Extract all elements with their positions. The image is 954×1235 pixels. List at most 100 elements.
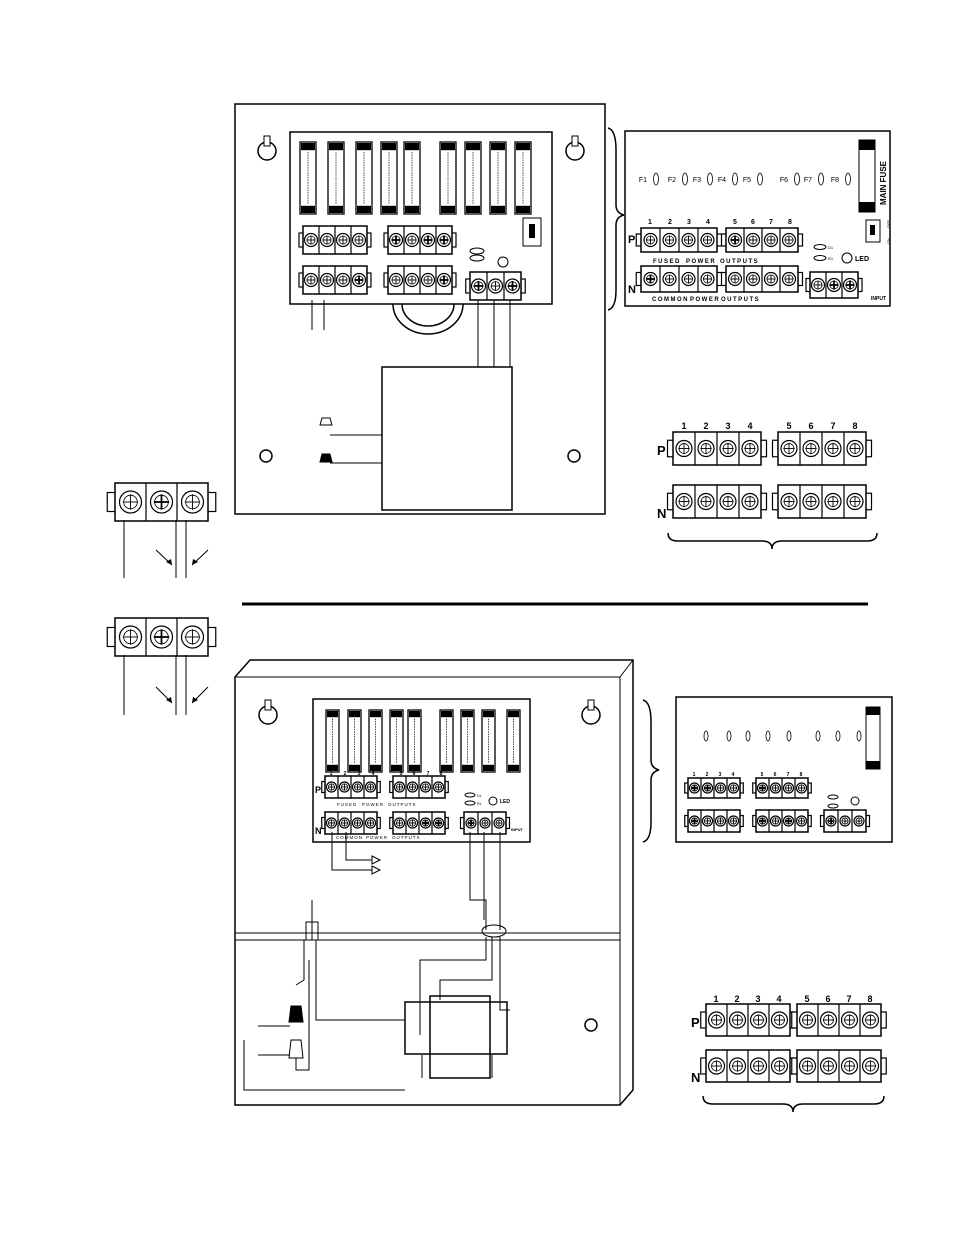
terminal-screw-icon (438, 274, 451, 287)
output-number-label: 5 (400, 771, 403, 777)
terminal-screw-icon (698, 441, 714, 457)
terminal-screw-icon (758, 816, 768, 826)
fuse-label: F3 (693, 177, 701, 184)
terminal-screw-icon (751, 1058, 767, 1074)
output-number-label: 8 (867, 994, 872, 1004)
terminal-screw-icon (682, 273, 695, 286)
output-number-label: 6 (808, 421, 813, 431)
power-label: POWER (362, 802, 384, 807)
output-number-label: 6 (751, 219, 755, 226)
terminal-screw-icon (781, 441, 797, 457)
terminal-screw-icon (690, 816, 700, 826)
fuse-icon (461, 710, 474, 772)
terminal-screw-icon (406, 274, 419, 287)
terminal-screw-icon (765, 273, 778, 286)
terminal-screw-icon (803, 494, 819, 510)
row-n-label: N (628, 284, 636, 296)
bottom-enclosure: P N 12345678 FUSED POWER OUTPUTS COMMON … (235, 660, 633, 1105)
terminal-screw-icon (797, 783, 807, 793)
mount-hole (260, 450, 272, 462)
fuse-icon (369, 710, 382, 772)
fuse-row (300, 142, 531, 214)
terminal-strip-p (299, 226, 456, 254)
common-label: COMMON (336, 835, 363, 840)
fuse-icon (390, 710, 403, 772)
toroid (393, 304, 463, 334)
row-n-label: N (691, 1070, 700, 1085)
mount-hole (585, 1019, 597, 1031)
terminal-screw-icon (353, 818, 363, 828)
keyhole-mount-left (258, 136, 276, 160)
terminal-screw-icon (663, 273, 676, 286)
fuse-icon (507, 710, 520, 772)
input-terminal-detail (107, 618, 216, 715)
mount-hole (568, 450, 580, 462)
terminal-screw-icon (390, 274, 403, 287)
terminal-screw-icon (327, 782, 337, 792)
terminal-screw-icon (337, 234, 350, 247)
input-label: INPUT (511, 827, 524, 832)
output-number-label: 7 (846, 994, 851, 1004)
terminal-screw-icon (747, 234, 760, 247)
terminal-screw-icon (758, 783, 768, 793)
terminal-screw-icon (730, 1058, 746, 1074)
output-number-label: 6 (774, 772, 777, 778)
terminal-screw-icon (751, 1012, 767, 1028)
terminal-screw-icon (803, 441, 819, 457)
output-number-label: 3 (358, 771, 361, 777)
terminal-screw-icon (772, 1012, 788, 1028)
terminal-screw-icon (720, 441, 736, 457)
terminal-screw-icon (821, 1012, 837, 1028)
svg-text:R1: R1 (828, 256, 834, 261)
terminal-screw-icon (327, 818, 337, 828)
terminal-screw-icon (434, 818, 444, 828)
main-fuse (859, 140, 875, 212)
terminal-screw-icon (716, 783, 726, 793)
terminal-screw-icon (842, 1058, 858, 1074)
terminal-screw-icon (854, 816, 864, 826)
fuse-icon (440, 710, 453, 772)
board-detail-bottom: 12345678 (676, 697, 892, 842)
output-number-label: 3 (725, 421, 730, 431)
transformer (382, 367, 512, 510)
output-number-label: 2 (668, 219, 672, 226)
terminal-screw-icon (506, 279, 520, 293)
terminal-screw-icon (844, 279, 857, 292)
output-number-label: 8 (852, 421, 857, 431)
outputs-label: OUTPUTS (721, 297, 760, 303)
terminal-screw-icon (366, 782, 376, 792)
input-terminal-detail (107, 483, 216, 578)
fuse-label: F5 (743, 177, 751, 184)
terminal-screw-icon (408, 818, 418, 828)
terminal-screw-icon (772, 1058, 788, 1074)
fuse-icon (326, 710, 339, 772)
output-number-label: 2 (734, 994, 739, 1004)
fuse-label: F8 (831, 177, 839, 184)
fuse-icon (300, 142, 316, 214)
terminal-screw-icon (825, 441, 841, 457)
svg-text:OFF: OFF (886, 219, 891, 228)
output-number-label: 7 (427, 771, 430, 777)
terminal-screw-icon (395, 782, 405, 792)
output-number-label: 2 (703, 421, 708, 431)
terminal-screw-icon (716, 816, 726, 826)
svg-text:R1: R1 (477, 802, 482, 806)
fuse-icon (440, 142, 456, 214)
terminal-screw-icon (821, 1058, 837, 1074)
terminal-screw-icon (730, 1012, 746, 1028)
output-number-label: 7 (769, 219, 773, 226)
fuse-icon (404, 142, 420, 214)
svg-text:D1: D1 (477, 794, 482, 798)
terminal-screw-icon (182, 491, 204, 513)
terminal-screw-icon (840, 816, 850, 826)
terminal-screw-icon (800, 1058, 816, 1074)
wire-nut-icon (320, 454, 332, 462)
fuse-icon (381, 142, 397, 214)
fuse-icon (482, 710, 495, 772)
terminal-screw-icon (472, 279, 486, 293)
terminal-screw-icon (784, 783, 794, 793)
input-label: INPUT (871, 296, 886, 302)
fuse-icon (490, 142, 506, 214)
terminal-screw-icon (305, 274, 318, 287)
